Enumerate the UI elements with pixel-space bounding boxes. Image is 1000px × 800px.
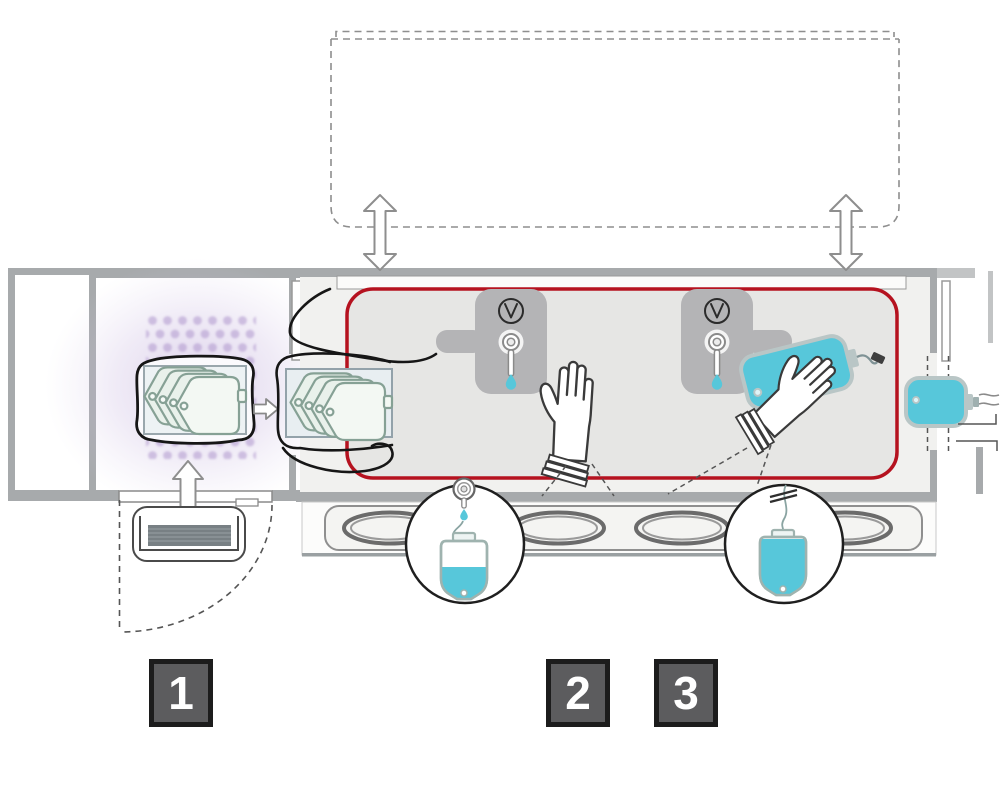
bag-tube [856, 354, 878, 365]
leader-lines [541, 444, 772, 497]
callout-sealed-bag [723, 483, 845, 605]
airflow-arrows [363, 194, 863, 271]
callout-filling-bag [404, 477, 526, 605]
airflow-arrow-right [829, 194, 863, 271]
transfer-bag-stack [275, 287, 438, 474]
wrapped-bag-stack [135, 354, 256, 445]
door-latch [235, 498, 259, 507]
clamp-icon [769, 488, 798, 504]
step-3-badge: 3 [654, 659, 718, 727]
step-2-badge: 2 [546, 659, 610, 727]
opened-wrap [275, 287, 438, 474]
hood-outline [330, 30, 900, 228]
tube-connector [870, 352, 886, 364]
top-opening-strip [336, 275, 907, 290]
filling-station-1 [436, 288, 548, 395]
transfer-arrow-icon [253, 398, 279, 420]
loading-door-swing [118, 500, 273, 633]
output-bag [904, 376, 1000, 451]
output-tube [978, 393, 1000, 406]
stacked-packs [148, 525, 231, 546]
loading-tray [132, 506, 246, 562]
exit-chute-marks [956, 414, 998, 451]
airflow-arrow-left [363, 194, 397, 271]
droplet-icon [460, 509, 468, 521]
step-1-badge: 1 [149, 659, 213, 727]
